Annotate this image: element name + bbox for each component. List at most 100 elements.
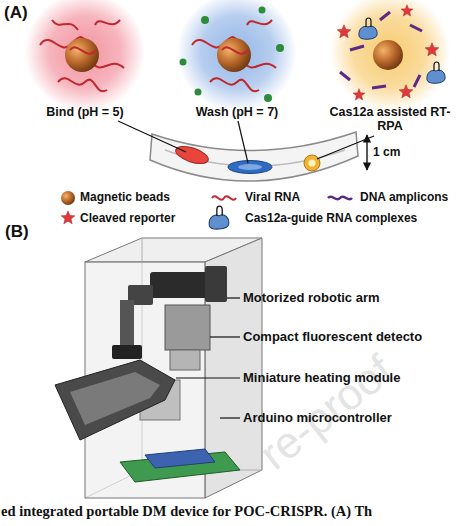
leader-line: [317, 136, 374, 159]
legend-label: DNA amplicons: [360, 190, 448, 204]
magnetic-bead: [217, 38, 251, 72]
cas12a-complex: [359, 18, 377, 39]
cleaved-reporter: [401, 5, 413, 16]
enclosure-front: [85, 262, 205, 498]
stage-label: Wash (pH = 7): [167, 105, 307, 119]
wash-illustration: [180, 7, 285, 103]
wash-particle: [259, 7, 266, 14]
leader-line: [118, 121, 186, 152]
enclosure-side: [205, 238, 262, 498]
cleaved-reporter: [425, 43, 439, 56]
viral-rna: [92, 62, 124, 68]
chip-body: [150, 132, 358, 181]
legend-label: Cleaved reporter: [80, 211, 175, 225]
wash-particle: [195, 89, 202, 96]
legend-label: Viral RNA: [245, 190, 300, 204]
bind-illustration: [40, 20, 124, 91]
stage-label: Bind (pH = 5): [15, 105, 155, 119]
viral-rna: [52, 20, 78, 30]
chip-channel: [165, 150, 345, 166]
stage-label-group: Cas12a assisted RT-RPA: [324, 105, 456, 133]
leader-line: [176, 377, 240, 378]
cleaved-reporter: [337, 25, 351, 38]
viral-rna: [95, 20, 120, 25]
legend-cas-sample: [209, 206, 229, 229]
viral-rna: [192, 37, 240, 47]
viral-rna: [58, 78, 107, 91]
wash-particle: [264, 94, 272, 102]
wash-particle: [180, 59, 187, 66]
heating-tray: [55, 360, 175, 440]
enclosure-edge: [142, 238, 143, 470]
dna-amplicon: [380, 12, 390, 20]
legend-rna-sample: [212, 196, 236, 199]
part-name: Miniature heating module: [243, 370, 400, 385]
part-name: Motorized robotic arm: [243, 290, 380, 305]
chip-illustration: [118, 121, 374, 181]
wash-particle: [201, 16, 209, 24]
scale-bar: [366, 135, 367, 170]
viral-rna: [247, 20, 272, 25]
legend-samples: [61, 191, 352, 229]
fluorescent-detector: [165, 305, 210, 350]
cleaved-reporter: [399, 85, 413, 98]
leader-line: [238, 121, 248, 163]
stage-circle: Wash (pH = 7): [162, 0, 312, 132]
arduino-board: [145, 449, 215, 468]
robotic-arm: [205, 266, 227, 302]
robotic-arm: [120, 300, 134, 350]
glow-circle: [25, 0, 145, 112]
legend-amplicon-sample: [328, 197, 352, 200]
robotic-arm: [128, 285, 153, 305]
enclosure-edge: [85, 470, 142, 498]
leader-line: [220, 417, 240, 418]
legend-reporter-sample: [61, 211, 75, 224]
part-name: Compact fluorescent detecto: [243, 329, 422, 344]
magnetic-bead: [65, 38, 99, 72]
dna-amplicon: [372, 86, 386, 88]
cas12a-complex: [427, 62, 445, 83]
detection-chamber-inner: [309, 160, 316, 167]
dna-amplicon: [410, 25, 422, 31]
magnetic-bead: [373, 40, 403, 70]
legend-label: Cas12a-guide RNA complexes: [245, 211, 417, 225]
heating-tray-inner: [70, 372, 160, 425]
panel-letter: (B): [5, 222, 29, 242]
robotic-arm: [112, 345, 142, 359]
legend-label: Magnetic beads: [80, 190, 170, 204]
watermark: re-proof: [250, 345, 402, 479]
wash-particle: [276, 44, 284, 52]
enclosure-top: [85, 238, 262, 262]
wash-chamber: [228, 161, 272, 174]
viral-rna: [70, 47, 96, 53]
enclosure-edge: [142, 470, 262, 471]
viral-rna: [244, 62, 276, 68]
bind-chamber: [174, 143, 211, 167]
viral-rna: [222, 47, 248, 53]
glow-circle: [330, 0, 450, 112]
stage-label: Cas12a assisted RT-RPA: [324, 105, 456, 133]
heating-holder: [140, 380, 180, 420]
leader-line: [210, 336, 240, 337]
stage-circle: Bind (pH = 5): [10, 0, 160, 132]
glow-circle: [177, 0, 297, 112]
stage-label-group: Wash (pH = 7): [167, 105, 307, 119]
scale-label: 1 cm: [373, 145, 400, 159]
leader-line: [227, 297, 240, 298]
fluorescent-detector: [170, 350, 200, 370]
dna-amplicon: [350, 46, 364, 50]
wash-chamber-inner: [238, 164, 262, 170]
viral-rna: [40, 37, 88, 47]
dna-amplicon: [340, 72, 350, 80]
figure-caption: ed integrated portable DM device for POC…: [1, 503, 372, 520]
stage-label-group: Bind (pH = 5): [15, 105, 155, 119]
device-render: [55, 238, 262, 498]
robotic-arm: [150, 272, 220, 298]
detection-illustration: [337, 5, 445, 100]
circuit-board: [120, 452, 240, 482]
stage-circle: Cas12a assisted RT-RPA: [315, 0, 465, 132]
part-name: Arduino microcontroller: [243, 410, 392, 425]
dna-amplicon: [414, 75, 420, 87]
